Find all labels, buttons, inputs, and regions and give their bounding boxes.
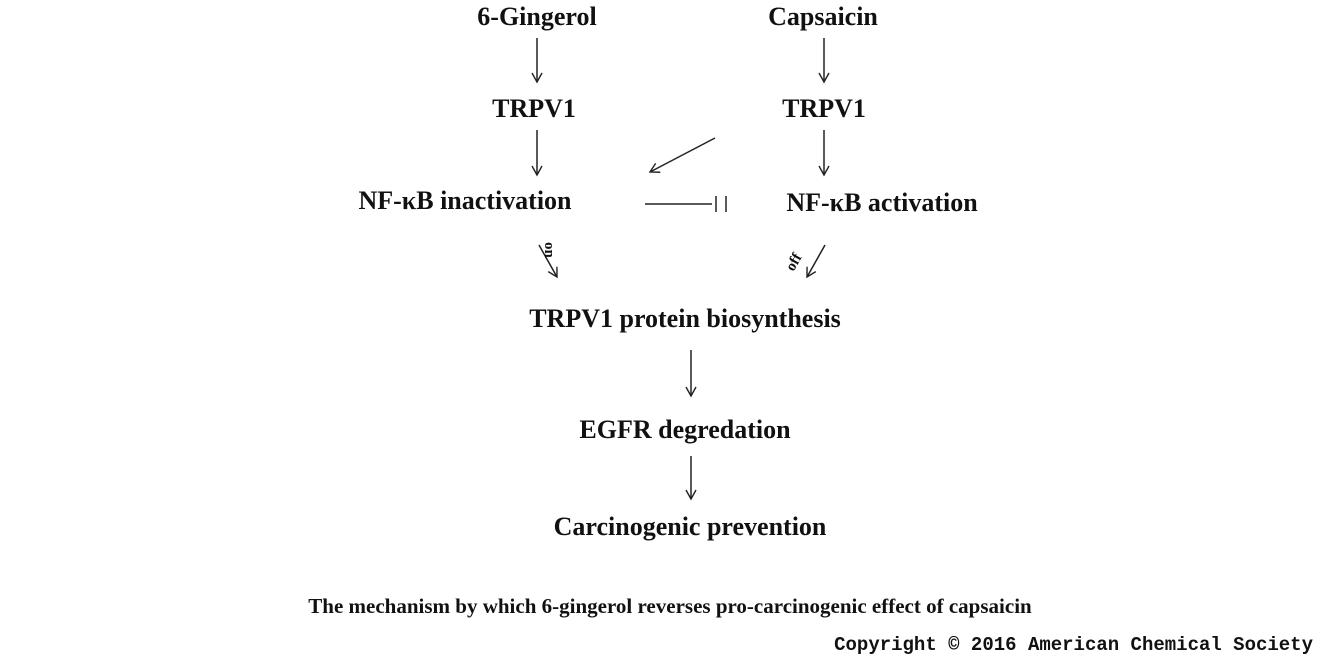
node-nfkb-inactivation: NF-κB inactivation bbox=[358, 186, 572, 215]
node-trpv1-right: TRPV1 bbox=[782, 94, 866, 123]
figure-caption: The mechanism by which 6-gingerol revers… bbox=[308, 594, 1032, 618]
node-trpv1-protein-biosynthesis: TRPV1 protein biosynthesis bbox=[529, 304, 841, 333]
node-trpv1-left: TRPV1 bbox=[492, 94, 576, 123]
arrow-inactivation-to-biosynthesis bbox=[538, 244, 558, 279]
node-6-gingerol: 6-Gingerol bbox=[477, 2, 597, 31]
node-nfkb-activation: NF-κB activation bbox=[786, 188, 978, 217]
node-egfr-degredation: EGFR degredation bbox=[579, 415, 791, 444]
node-carcinogenic-prevention: Carcinogenic prevention bbox=[553, 512, 827, 541]
arrow-trpv1-right-to-nfkb-inactivation bbox=[648, 137, 716, 173]
node-capsaicin: Capsaicin bbox=[768, 2, 878, 31]
copyright-notice: Copyright © 2016 American Chemical Socie… bbox=[834, 634, 1313, 656]
arrow-activation-to-biosynthesis bbox=[806, 244, 826, 279]
edge-label-on: on bbox=[541, 242, 557, 258]
